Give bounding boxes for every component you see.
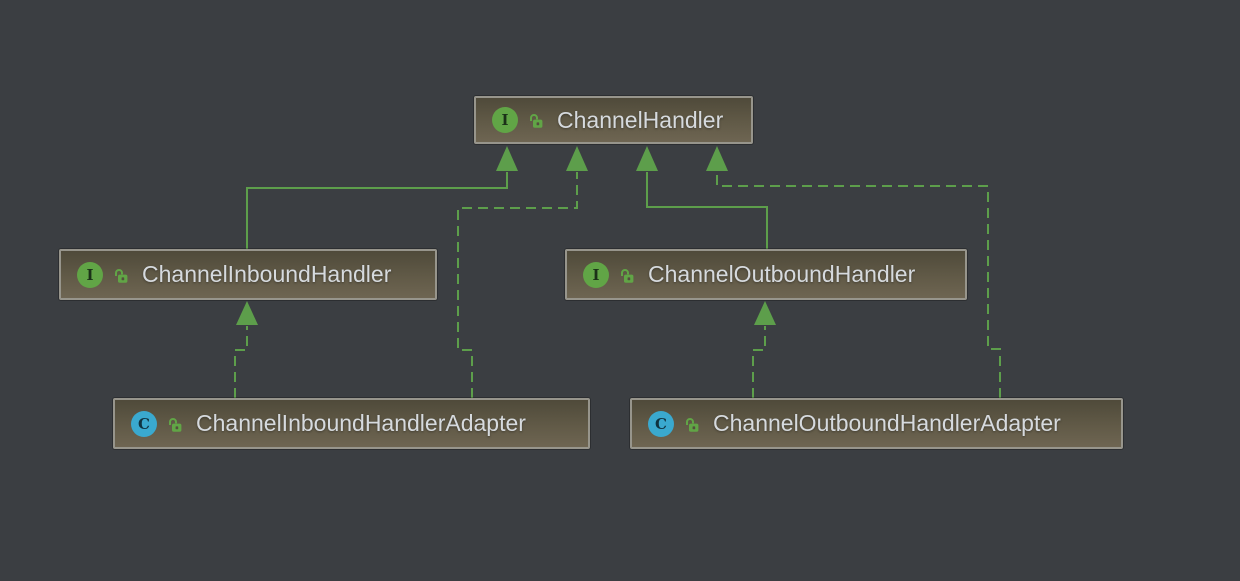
node-label: ChannelInboundHandler [142,261,392,287]
uml-node-channel-outbound-handler[interactable]: I ChannelOutboundHandler [565,249,967,300]
node-label: ChannelHandler [557,106,724,133]
uml-node-channel-handler[interactable]: I ChannelHandler [474,96,753,144]
arrowhead-icon [706,146,728,171]
unlocked-icon [115,268,128,283]
unlocked-icon [621,268,634,283]
unlocked-icon [686,417,699,432]
interface-icon: I [583,261,609,288]
arrowhead-icon [754,301,776,325]
arrowhead-icon [236,301,258,325]
uml-node-channel-outbound-handler-adapter[interactable]: C ChannelOutboundHandlerAdapter [630,398,1123,449]
edge-inbound-adapter-implements-inbound [234,326,248,398]
edge-inbound-extends-handler [246,172,508,249]
edge-outbound-extends-handler [646,172,768,249]
class-icon: C [648,410,674,437]
node-label: ChannelOutboundHandlerAdapter [713,410,1061,436]
arrowhead-icon [566,146,588,171]
arrowheads [236,146,776,325]
uml-node-channel-inbound-handler[interactable]: I ChannelInboundHandler [59,249,437,300]
uml-node-channel-inbound-handler-adapter[interactable]: C ChannelInboundHandlerAdapter [113,398,590,449]
edge-outbound-adapter-implements-outbound [752,326,766,398]
unlocked-icon [530,114,543,128]
class-icon: C [131,410,157,437]
node-label: ChannelInboundHandlerAdapter [196,410,526,436]
edge-inbound-adapter-implements-handler [457,172,578,398]
interface-icon: I [492,107,518,133]
arrowhead-icon [496,146,518,171]
edge-outbound-adapter-implements-handler [716,172,1001,398]
unlocked-icon [169,417,182,432]
arrowhead-icon [636,146,658,171]
node-label: ChannelOutboundHandler [648,261,916,287]
interface-icon: I [77,261,103,288]
